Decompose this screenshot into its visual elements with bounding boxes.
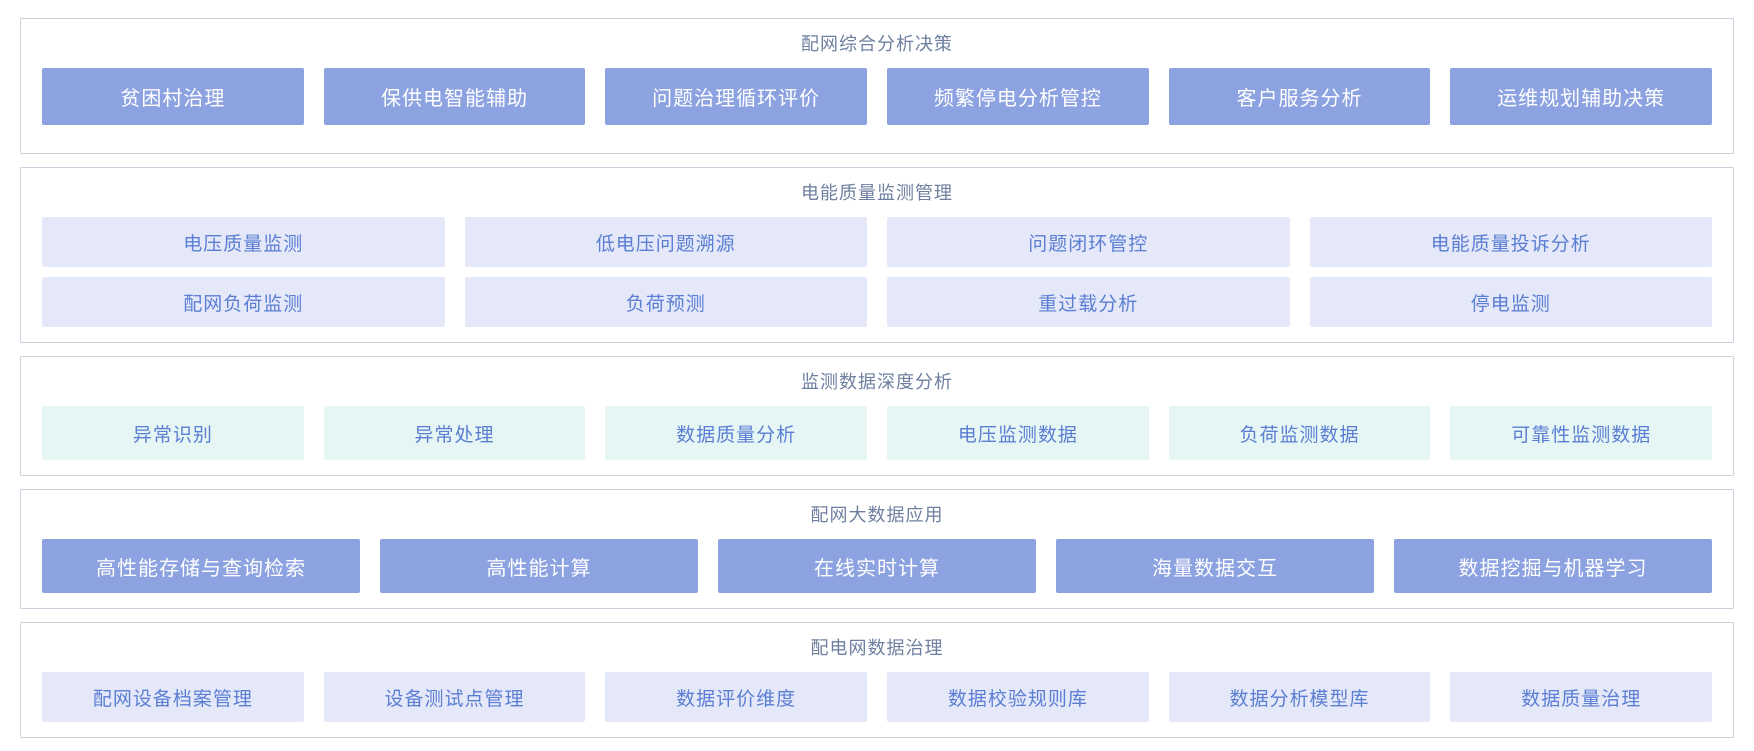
module-button[interactable]: 数据评价维度 bbox=[605, 672, 868, 722]
button-row: 配网设备档案管理设备测试点管理数据评价维度数据校验规则库数据分析模型库数据质量治… bbox=[42, 672, 1713, 722]
module-button[interactable]: 贫困村治理 bbox=[42, 68, 304, 125]
module-button[interactable]: 停电监测 bbox=[1309, 277, 1712, 327]
module-button[interactable]: 运维规划辅助决策 bbox=[1450, 68, 1713, 125]
section-title: 配网综合分析决策 bbox=[801, 34, 953, 54]
section-panel-3: 监测数据深度分析异常识别异常处理数据质量分析电压监测数据负荷监测数据可靠性监测数… bbox=[20, 356, 1734, 476]
section-title: 配电网数据治理 bbox=[810, 638, 944, 658]
section-panel-4: 配网大数据应用高性能存储与查询检索高性能计算在线实时计算海量数据交互数据挖掘与机… bbox=[20, 489, 1734, 609]
section-title: 电能质量监测管理 bbox=[801, 183, 953, 203]
button-row: 贫困村治理保供电智能辅助问题治理循环评价频繁停电分析管控客户服务分析运维规划辅助… bbox=[42, 68, 1713, 125]
module-button[interactable]: 数据分析模型库 bbox=[1168, 672, 1431, 722]
module-button[interactable]: 配网设备档案管理 bbox=[42, 672, 304, 722]
module-button[interactable]: 在线实时计算 bbox=[718, 539, 1036, 593]
button-row: 异常识别异常处理数据质量分析电压监测数据负荷监测数据可靠性监测数据 bbox=[42, 406, 1713, 460]
section-title: 配网大数据应用 bbox=[810, 505, 944, 525]
module-button[interactable]: 频繁停电分析管控 bbox=[887, 68, 1149, 125]
module-button[interactable]: 海量数据交互 bbox=[1056, 539, 1374, 593]
module-button[interactable]: 高性能存储与查询检索 bbox=[42, 539, 360, 593]
module-button[interactable]: 问题治理循环评价 bbox=[605, 68, 868, 125]
module-button[interactable]: 数据质量分析 bbox=[605, 406, 868, 460]
section-panel-5: 配电网数据治理配网设备档案管理设备测试点管理数据评价维度数据校验规则库数据分析模… bbox=[20, 622, 1734, 738]
module-button[interactable]: 负荷监测数据 bbox=[1168, 406, 1431, 460]
button-row: 电压质量监测低电压问题溯源问题闭环管控电能质量投诉分析 bbox=[42, 217, 1712, 267]
module-button[interactable]: 低电压问题溯源 bbox=[464, 217, 867, 267]
module-button[interactable]: 可靠性监测数据 bbox=[1450, 406, 1713, 460]
module-button[interactable]: 问题闭环管控 bbox=[887, 217, 1290, 267]
module-button[interactable]: 电压监测数据 bbox=[887, 406, 1149, 460]
section-title: 监测数据深度分析 bbox=[801, 372, 953, 392]
module-button[interactable]: 设备测试点管理 bbox=[323, 672, 586, 722]
button-row: 配网负荷监测负荷预测重过载分析停电监测 bbox=[42, 277, 1712, 327]
button-row: 高性能存储与查询检索高性能计算在线实时计算海量数据交互数据挖掘与机器学习 bbox=[42, 539, 1712, 593]
module-button[interactable]: 重过载分析 bbox=[887, 277, 1290, 327]
module-button[interactable]: 配网负荷监测 bbox=[42, 277, 445, 327]
module-button[interactable]: 保供电智能辅助 bbox=[323, 68, 586, 125]
module-button[interactable]: 负荷预测 bbox=[464, 277, 867, 327]
module-button[interactable]: 异常处理 bbox=[323, 406, 586, 460]
section-panel-1: 配网综合分析决策贫困村治理保供电智能辅助问题治理循环评价频繁停电分析管控客户服务… bbox=[20, 18, 1734, 154]
module-button[interactable]: 数据校验规则库 bbox=[887, 672, 1149, 722]
section-panel-2: 电能质量监测管理电压质量监测低电压问题溯源问题闭环管控电能质量投诉分析配网负荷监… bbox=[20, 167, 1734, 343]
module-button[interactable]: 高性能计算 bbox=[380, 539, 698, 593]
module-button[interactable]: 电压质量监测 bbox=[42, 217, 445, 267]
module-button[interactable]: 电能质量投诉分析 bbox=[1309, 217, 1712, 267]
module-button[interactable]: 数据挖掘与机器学习 bbox=[1394, 539, 1712, 593]
module-button[interactable]: 异常识别 bbox=[42, 406, 304, 460]
module-button[interactable]: 客户服务分析 bbox=[1168, 68, 1431, 125]
module-button[interactable]: 数据质量治理 bbox=[1450, 672, 1713, 722]
